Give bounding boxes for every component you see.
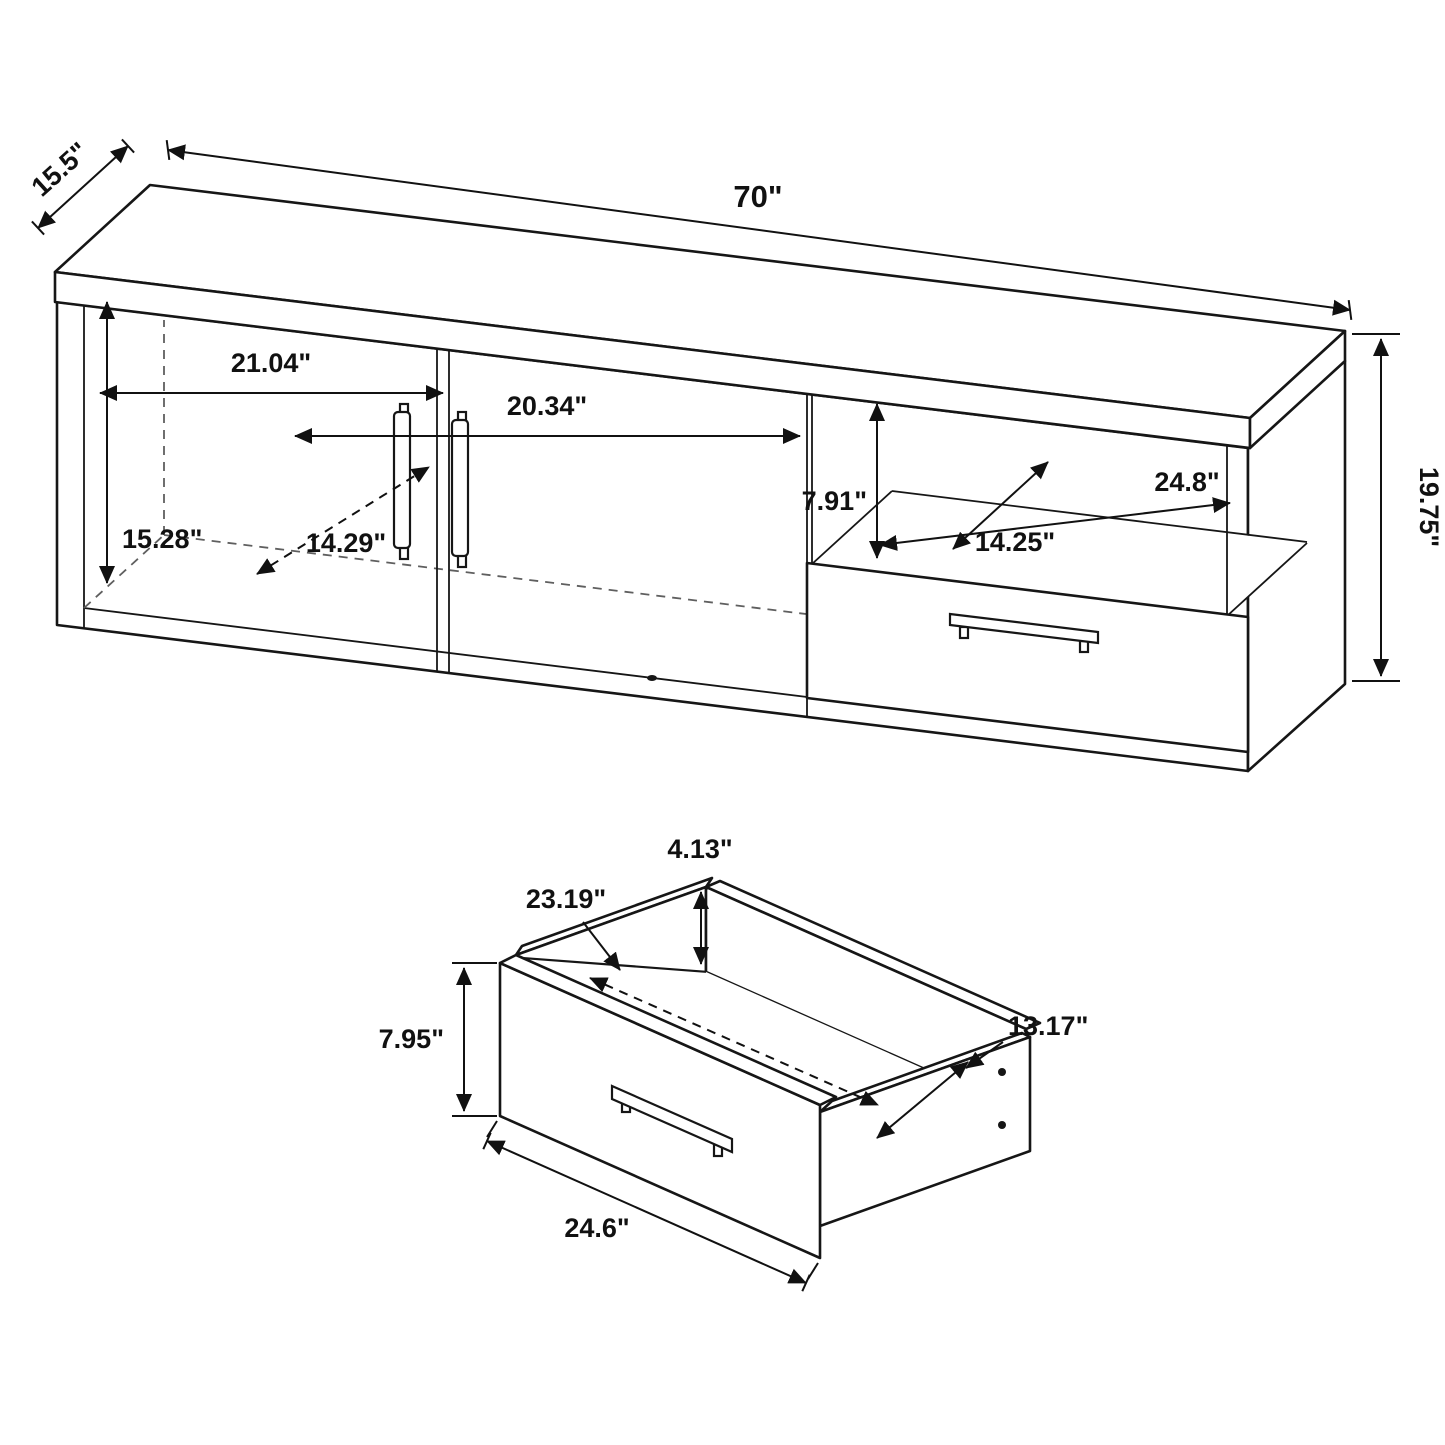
drawer-box: [498, 876, 1042, 1260]
dim-drawer-front-height: 7.95": [379, 962, 497, 1117]
bottom-shelf-front-edge: [83, 607, 808, 698]
dim-extension: [486, 1120, 498, 1138]
dim-opening-depth-label: 14.29": [306, 528, 386, 558]
dim-center-opening-width: 20.34": [294, 391, 801, 444]
right-door-handle: [450, 418, 470, 558]
dim-shelf-depth: 14.25": [952, 461, 1055, 557]
dim-shelf-opening-height: 7.91": [802, 403, 885, 559]
dim-console-width: 70": [165, 139, 1353, 321]
dim-drawer-front-height-label: 7.95": [379, 1024, 444, 1054]
console-top-right-edge-face: [1248, 329, 1347, 450]
dim-opening-height-label: 15.28": [122, 524, 202, 554]
dim-tick: [31, 220, 45, 236]
dim-line: [879, 497, 1231, 551]
drawer-front-panel: [805, 561, 1250, 754]
dim-drawer-back-height-label: 4.13": [667, 834, 732, 864]
dim-opening-height: 15.28": [99, 301, 202, 584]
dim-leader: [582, 921, 621, 971]
dim-center-opening-width-label: 20.34": [507, 391, 587, 421]
dim-shelf-opening-height-label: 7.91": [802, 486, 867, 516]
dim-shelf-width-label: 24.8": [1154, 467, 1219, 497]
dim-drawer-width-label: 24.6": [564, 1213, 629, 1243]
screw-dot: [998, 1068, 1006, 1076]
dim-tick: [121, 138, 135, 154]
dim-line: [952, 461, 1049, 550]
dim-tick: [165, 139, 171, 161]
dim-tick: [482, 1132, 492, 1150]
dim-drawer-interior-width-label: 23.19": [526, 884, 606, 914]
drawer-view: 4.13" 23.19" 13.17" 7.95": [379, 834, 1088, 1292]
dim-drawer-back-height: 4.13": [667, 834, 733, 965]
dim-line: [37, 145, 129, 229]
console-dimensions: 15.5" 70" 21.04" 20.34" 15.28": [26, 136, 1444, 682]
console-view: 15.5" 70" 21.04" 20.34" 15.28": [26, 136, 1444, 773]
dim-console-depth-label: 15.5": [26, 136, 95, 202]
dim-line: [167, 144, 1351, 316]
dim-drawer-interior-width: 23.19": [526, 884, 879, 1106]
dim-line: [876, 1061, 969, 1139]
drawer-handle-stem-left: [958, 625, 970, 640]
dim-drawer-interior-depth-label: 13.17": [1008, 1011, 1088, 1041]
dim-shelf-depth-label: 14.25": [975, 527, 1055, 557]
console-drawer-front: [805, 561, 1250, 754]
dim-console-height-label: 19.75": [1414, 467, 1444, 547]
dim-console-height: 19.75": [1352, 333, 1444, 682]
interior-floor-left-edge: [83, 534, 165, 609]
cable-notch: [647, 675, 657, 681]
dim-drawer-width: 24.6": [482, 1120, 819, 1292]
drawer-dimensions: 4.13" 23.19" 13.17" 7.95": [379, 834, 1088, 1292]
dim-shelf-width: 24.8": [879, 467, 1231, 551]
dim-leader: [965, 1041, 1004, 1069]
drawer-handle: [948, 612, 1100, 645]
dim-tick: [801, 1274, 811, 1292]
dim-line: [589, 977, 879, 1106]
dim-tick: [1347, 299, 1353, 321]
screw-dot: [998, 1121, 1006, 1129]
dim-line: [486, 1140, 807, 1284]
dim-console-width-label: 70": [733, 179, 782, 214]
dim-left-opening-width: 21.04": [99, 348, 444, 401]
dim-opening-depth: 14.29": [256, 466, 430, 575]
shelf-floor-right-edge: [1226, 542, 1308, 617]
dim-line: [256, 466, 430, 575]
dim-drawer-interior-depth: 13.17": [876, 1011, 1088, 1139]
dim-left-opening-width-label: 21.04": [231, 348, 311, 378]
